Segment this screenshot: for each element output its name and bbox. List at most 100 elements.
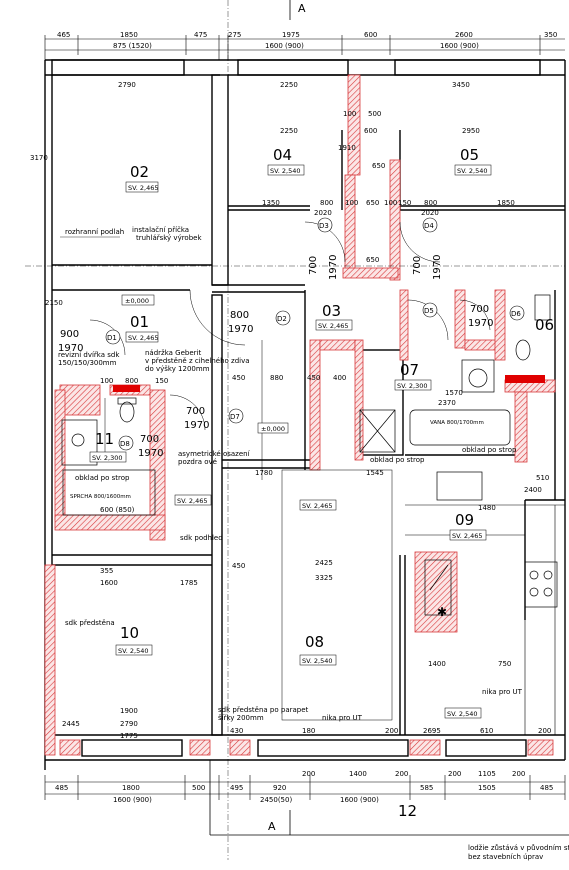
dim-text: 875 (1520) xyxy=(113,42,152,50)
dim-text: 1600 (900) xyxy=(440,42,479,50)
door-tag-d5: D5 xyxy=(422,302,438,318)
inner-dim-texts: 2790 2250 3450 2250 2950 600 500 100 191… xyxy=(30,81,515,307)
dim-text: 2425 xyxy=(315,559,333,567)
room-number: 04 xyxy=(273,146,292,164)
area-text: SV. 2,540 xyxy=(447,710,477,718)
dim-text: 2400 xyxy=(524,486,542,494)
dim-text: 495 xyxy=(230,784,243,792)
dim-text: 500 xyxy=(368,110,381,118)
room-number: 06 xyxy=(535,316,554,334)
note: šířky 200mm xyxy=(218,714,264,722)
room-12: 12 xyxy=(398,802,417,820)
top-dimension-chain xyxy=(44,35,565,60)
bathtub xyxy=(409,409,511,446)
dim-text: 500 xyxy=(192,784,205,792)
room-area: SV. 2,540 xyxy=(457,167,487,175)
door-tag-text: D5 xyxy=(424,307,434,315)
section-mark-bottom: A xyxy=(268,810,291,835)
room-10: 10 SV. 2,540 xyxy=(115,624,153,656)
note: rozhranní podlah xyxy=(65,228,124,236)
dim-text: 475 xyxy=(194,31,207,39)
room-07: 07 SV. 2,300 xyxy=(394,361,432,391)
door-tag-text: D8 xyxy=(120,440,130,448)
door-tag-d3: D3 xyxy=(317,217,333,233)
note: 150/150/300mm xyxy=(58,359,117,367)
note: v předstěně z cihelného zdiva xyxy=(145,357,250,365)
room-area: SV. 2,300 xyxy=(397,382,427,390)
dim-text: 2600 xyxy=(455,31,473,39)
note: nika pro UT xyxy=(482,688,523,696)
dim-text: 2150 xyxy=(45,299,63,307)
door-height: 1970 xyxy=(228,324,253,335)
dim-text: 150 xyxy=(155,377,168,385)
dim-text: 2370 xyxy=(438,399,456,407)
room-number: 03 xyxy=(322,302,341,320)
dim-text: 1505 xyxy=(478,784,496,792)
dim-text: 650 xyxy=(366,256,379,264)
room-05: 05 SV. 2,540 xyxy=(454,146,492,176)
room-number: 07 xyxy=(400,361,419,379)
dim-text: 200 xyxy=(512,770,525,778)
dim-text: 485 xyxy=(55,784,68,792)
dim-text: 1910 xyxy=(338,144,356,152)
dim-text: 485 xyxy=(540,784,553,792)
room-labels: 02 SV. 2,465 04 SV. 2,540 05 SV. 2,540 0… xyxy=(89,146,554,820)
room-area: SV. 2,465 xyxy=(452,532,482,540)
bottom-dim-texts: 485 1800 500 495 920 200 1400 200 585 20… xyxy=(55,770,553,804)
dim-text: 275 xyxy=(228,31,241,39)
door-tag-text: D7 xyxy=(230,413,240,421)
dim-text: 1850 xyxy=(120,31,138,39)
note: truhlářský výrobek xyxy=(136,234,202,242)
dim-text: 3450 xyxy=(452,81,470,89)
door-tag-d7: D7 xyxy=(228,408,244,424)
axis-lines xyxy=(25,0,565,860)
note: sdk podhled xyxy=(180,534,223,542)
dim-text: 450 xyxy=(232,374,245,382)
dim-text: 650 xyxy=(372,162,385,170)
note: obklad po strop xyxy=(75,474,130,482)
dim-text: 2445 xyxy=(62,720,80,728)
door-tag-text: D3 xyxy=(319,222,329,230)
door-height: 1970 xyxy=(328,255,339,280)
level-text: ±0,000 xyxy=(125,297,149,305)
dim-text: 2250 xyxy=(280,127,298,135)
dim-text: 1800 xyxy=(122,784,140,792)
notes: rozhranní podlah instalační příčka truhl… xyxy=(58,226,569,861)
room-number: 08 xyxy=(305,633,324,651)
door-tag-d1: D1 xyxy=(105,329,121,345)
note: nika pro UT xyxy=(322,714,363,722)
dim-text: 1850 xyxy=(497,199,515,207)
dim-text: 100 xyxy=(345,199,358,207)
note: VANA 800/1700mm xyxy=(430,420,484,426)
dim-text: 350 xyxy=(544,31,557,39)
dim-text: 100 xyxy=(100,377,113,385)
misc-dim-texts: 100 800 150 450 880 450 400 2370 1570 15… xyxy=(62,374,551,740)
note: sdk předstěna xyxy=(65,619,115,627)
door-tags: D1 D2 D3 D4 D5 D6 D7 D8 xyxy=(105,217,525,451)
room-area: SV. 2,465 xyxy=(128,334,158,342)
door-width: 700 xyxy=(308,256,319,275)
door-tag-text: D6 xyxy=(511,310,521,318)
dim-text: 3170 xyxy=(30,154,48,162)
door-width: 900 xyxy=(60,329,79,340)
dim-text: 600 (850) xyxy=(100,506,135,514)
washer xyxy=(359,409,396,453)
dim-text: 2250 xyxy=(280,81,298,89)
door-width: 700 xyxy=(186,406,205,417)
room-02: 02 SV. 2,465 xyxy=(125,163,158,193)
door-tag-text: D4 xyxy=(424,222,434,230)
dim-text: 1400 xyxy=(428,660,446,668)
section-mark-top: A xyxy=(289,0,306,20)
dim-text: 1975 xyxy=(282,31,300,39)
note: sdk předstěna po parapet xyxy=(218,706,309,714)
sink xyxy=(461,359,495,393)
room-area: SV. 2,465 xyxy=(128,184,158,192)
kitchen-sink xyxy=(436,471,483,501)
dim-text: 1900 xyxy=(120,707,138,715)
extra-area-boxes: SV. 2,465 SV. 2,465 SV. 2,540 xyxy=(174,494,482,719)
dim-text: 100 xyxy=(384,199,397,207)
note: SPRCHA 800/1600mm xyxy=(70,494,131,500)
dim-text: 450 xyxy=(307,374,320,382)
room-06: 06 xyxy=(535,316,554,334)
